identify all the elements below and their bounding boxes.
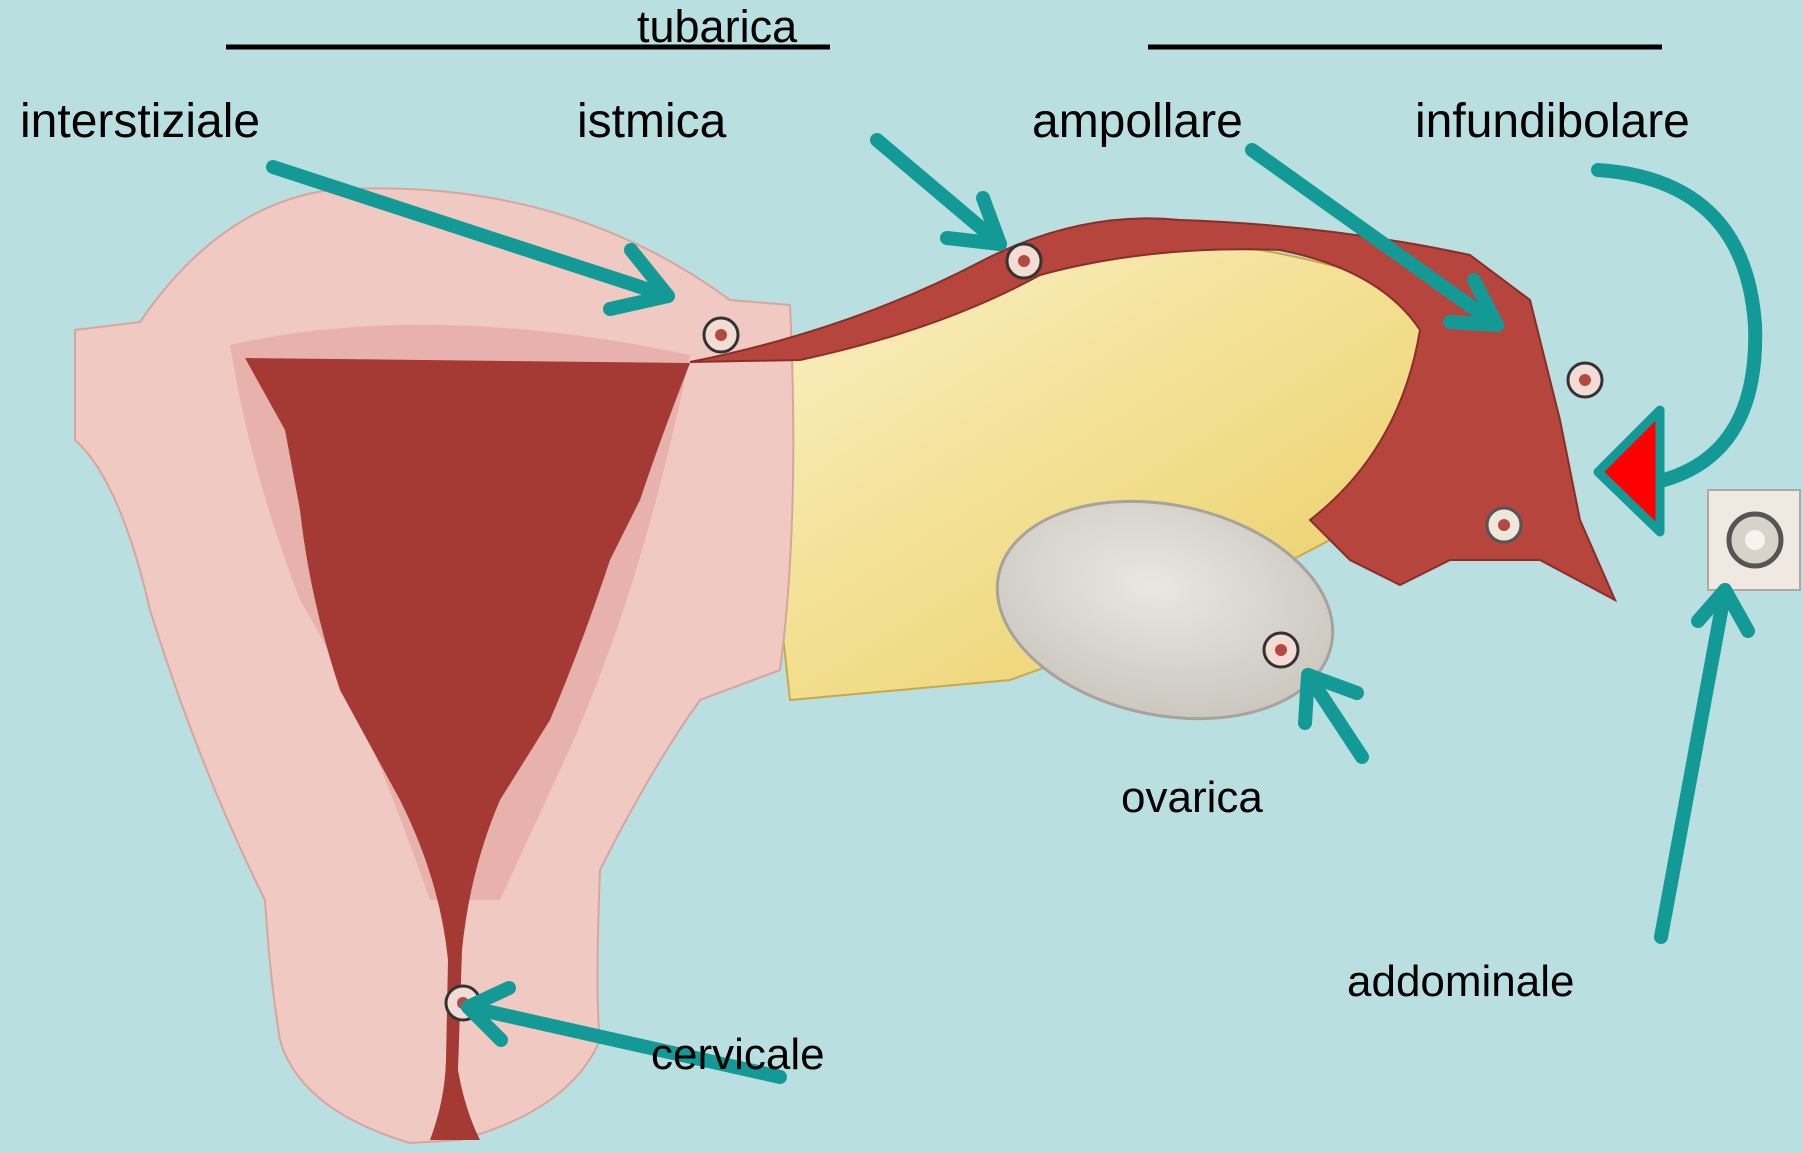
implantation-site-infundibular: [1487, 508, 1521, 542]
abdominal-implant: [1708, 490, 1800, 590]
implantation-site-ampullary: [1568, 363, 1602, 397]
label-ovarica: ovarica: [1121, 776, 1263, 820]
arrow-infundibolare: [1598, 170, 1755, 483]
label-istmica: istmica: [577, 98, 726, 146]
label-cervicale: cervicale: [651, 1033, 825, 1077]
abdominal-direction-triangle: [1598, 410, 1660, 532]
arrow-istmica: [877, 140, 1000, 244]
implantation-site-ovarian: [1264, 633, 1298, 667]
arrow-ovarica: [1305, 675, 1362, 757]
label-addominale: addominale: [1347, 960, 1575, 1004]
arrow-addominale: [1661, 590, 1748, 937]
implantation-site-interstitial: [704, 318, 738, 352]
label-interstiziale: interstiziale: [20, 98, 260, 146]
label-infundibolare: infundibolare: [1415, 98, 1690, 146]
label-ampollare: ampollare: [1032, 98, 1243, 146]
label-tubarica: tubarica: [637, 4, 797, 49]
implantation-site-isthmic: [1007, 244, 1041, 278]
